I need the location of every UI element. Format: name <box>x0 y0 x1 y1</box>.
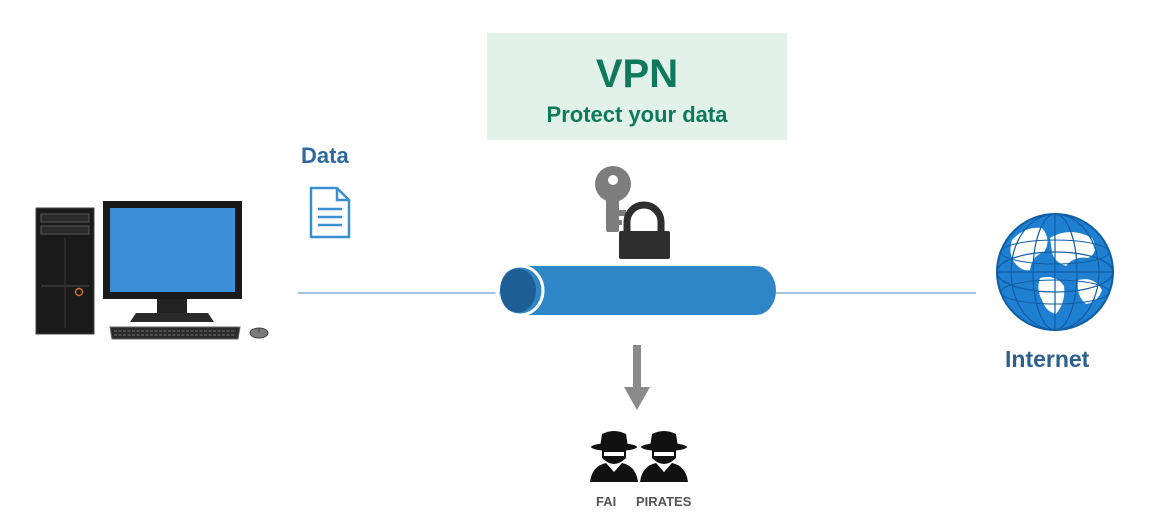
vpn-banner <box>487 33 787 140</box>
keyboard-icon <box>109 326 241 340</box>
spy-icon <box>640 431 688 482</box>
tunnel-pipe <box>495 264 776 317</box>
vpn-title: VPN <box>595 52 679 96</box>
monitor-icon <box>103 201 242 322</box>
arrow-down-icon <box>624 345 650 410</box>
document-icon <box>309 186 351 239</box>
spy-icon <box>590 431 638 482</box>
key-icon <box>595 166 631 232</box>
pirates-label: PIRATES <box>636 494 692 509</box>
vpn-subtitle: Protect your data <box>546 102 728 127</box>
globe-icon <box>996 213 1114 331</box>
fai-label: FAI <box>596 494 617 509</box>
padlock-icon <box>619 201 670 259</box>
data-label: Data <box>301 143 349 168</box>
mouse-icon <box>249 327 269 339</box>
internet-label: Internet <box>1005 346 1090 372</box>
computer-tower-icon <box>35 207 95 335</box>
